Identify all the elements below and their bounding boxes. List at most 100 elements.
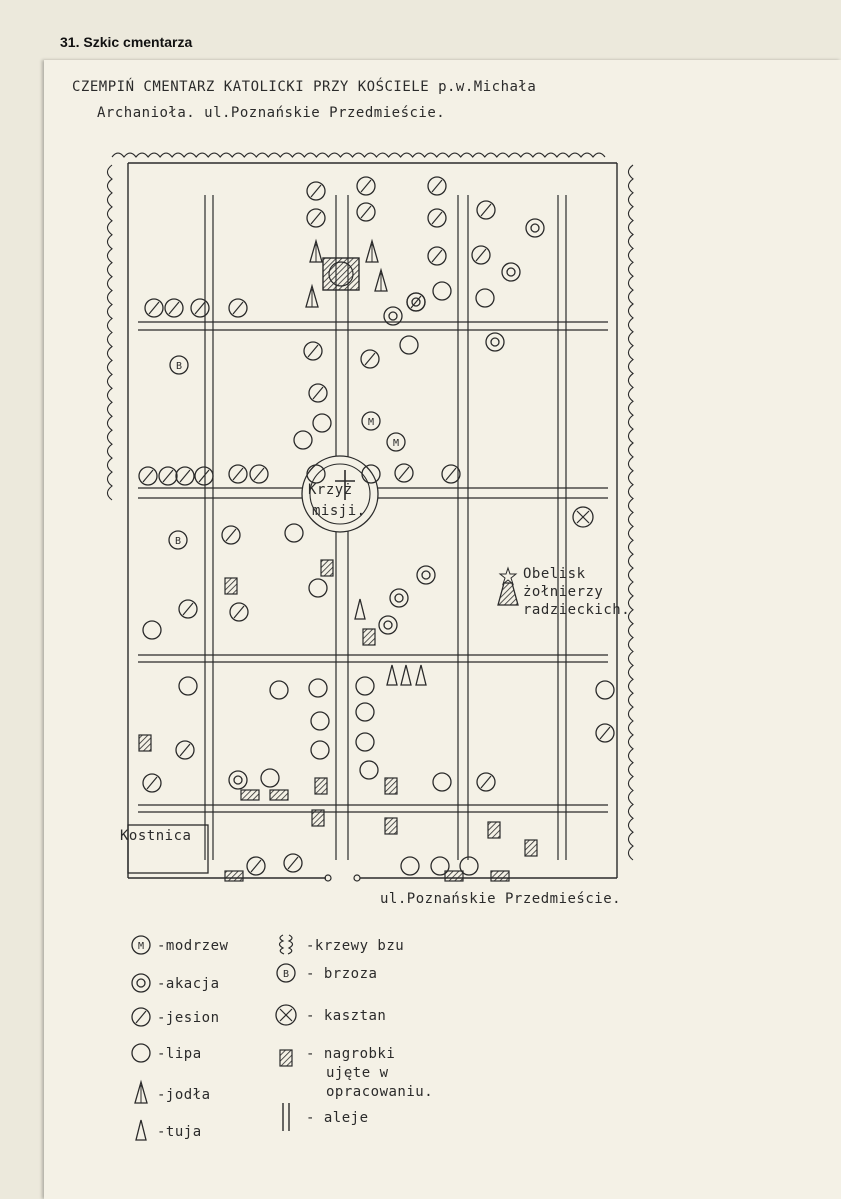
grave-rect [487,821,501,839]
jesion-marker [246,856,266,876]
grave-rect [269,789,289,801]
akacja-inner [506,267,516,277]
modrzew-marker: M [361,411,381,431]
lipa-marker [310,711,330,731]
jesion-circle [228,298,248,318]
modrzew-letter: M [393,438,399,449]
jesion-circle [595,723,615,743]
jesion-circle [308,383,328,403]
jodla-marker [365,238,379,263]
tuja-marker [415,664,427,686]
jesion-marker [427,208,447,228]
legend-text-jesion: -jesion [157,1010,220,1026]
modrzew-letter: M [138,941,144,952]
jesion-marker [356,202,376,222]
jesion-circle [131,1007,151,1027]
grave-rect [314,777,328,795]
jesion-slash [250,859,262,873]
jesion-circle [441,464,461,484]
lipa-marker [308,578,328,598]
jesion-circle [406,292,426,312]
jesion-slash [182,602,194,616]
lipa-circle [475,288,495,308]
akacja-marker [485,332,505,352]
jesion-marker [249,464,269,484]
jesion-slash [233,605,245,619]
jesion-marker [283,853,303,873]
tuja-triangle [386,664,398,686]
cross-label-line-2: misji. [312,503,366,519]
jesion-marker [306,208,326,228]
brzoza-letter: B [176,361,182,372]
jesion-slash [364,352,376,366]
jesion-marker [175,466,195,486]
hedge-left [106,164,113,501]
jesion-circle [360,349,380,369]
jesion-circle [306,181,326,201]
jesion-slash [232,301,244,315]
jesion-slash [480,775,492,789]
jesion-circle [283,853,303,873]
jesion-slash [198,469,210,483]
kasztan-marker [572,506,594,528]
grave-marker [384,777,398,795]
grave-marker [362,628,376,646]
jesion-slash [310,184,322,198]
jesion-circle [175,466,195,486]
lipa-circle [355,702,375,722]
grave-rect [138,734,152,752]
graveh-marker [240,789,260,801]
legend-text-tuja: -tuja [157,1124,202,1140]
jesion-marker [303,341,323,361]
grave-rect [444,870,464,882]
jesion-slash [312,386,324,400]
modrzew-marker: M [386,432,406,452]
jesion-circle [471,245,491,265]
akacja-outer [131,973,151,993]
lipa-marker [355,702,375,722]
jesion-slash [135,1010,147,1024]
jesion-slash [307,344,319,358]
akacja-marker [131,973,151,993]
jesion-marker [190,298,210,318]
lipa-circle [595,680,615,700]
jesion-slash [599,726,611,740]
obelisk-label-line-1: Obelisk [523,566,586,582]
jesion-marker [229,602,249,622]
gate-post [324,874,332,882]
lilac-hedges [106,152,634,861]
grave-rect [384,777,398,795]
akacja-marker [389,588,409,608]
kasztan-cross [279,1008,293,1022]
akacja-marker [378,615,398,635]
jesion-marker [427,176,447,196]
lipa-marker [432,772,452,792]
lipa-circle [269,680,289,700]
grave-marker [224,577,238,595]
lipa-marker [306,464,326,484]
akacja-inner [233,775,243,785]
legend-text-akacja: -akacja [157,976,220,992]
akacja-marker [228,770,248,790]
obelisk [497,582,519,606]
kasztan-circle [275,1004,297,1026]
jesion-marker [394,463,414,483]
jesion-marker [476,200,496,220]
jesion-slash [146,776,158,790]
grave-marker [384,817,398,835]
figure-caption: 31. Szkic cmentarza [60,34,193,50]
lipa-marker [284,523,304,543]
lipa-marker [430,856,450,876]
jesion-circle [158,466,178,486]
brzoza-marker: B [169,355,189,375]
jesion-circle [427,208,447,228]
tuja-marker [354,598,366,620]
map-frame [127,162,618,882]
legend-text-aleja: - aleje [306,1110,369,1126]
hedge-right [627,164,634,861]
grave-rect [224,577,238,595]
jesion-circle [178,599,198,619]
tuja-marker [135,1119,147,1141]
